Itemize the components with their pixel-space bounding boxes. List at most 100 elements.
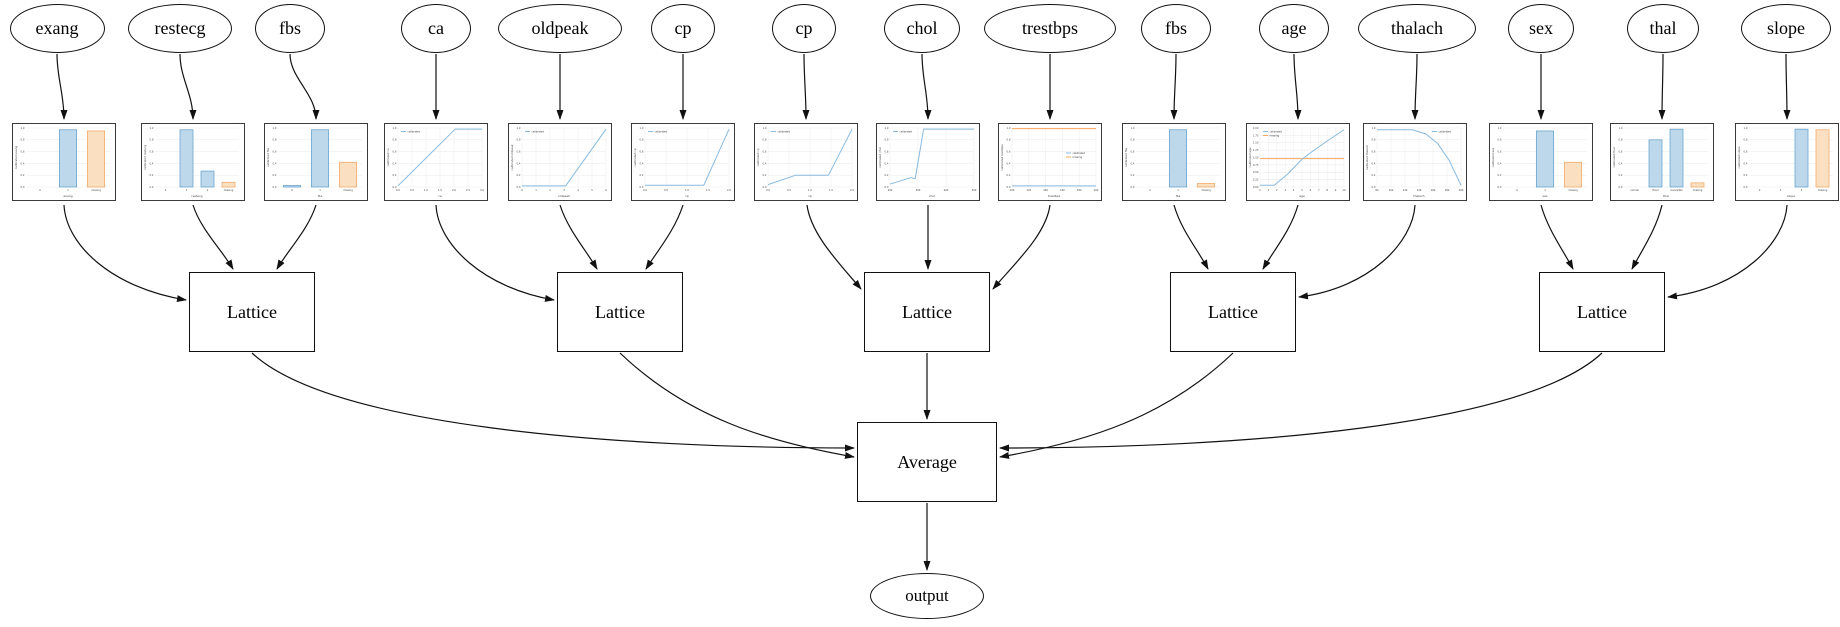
svg-text:missing: missing xyxy=(1073,155,1083,159)
bar xyxy=(310,129,330,188)
edge-chart-cp-to-lattice-2 xyxy=(645,204,684,270)
edge-fbs-2-to-chart xyxy=(1170,53,1178,120)
legend-group: calibrated xyxy=(525,129,544,133)
svg-text:0: 0 xyxy=(1516,188,1518,192)
svg-text:0.8: 0.8 xyxy=(1372,138,1376,142)
svg-text:0.6: 0.6 xyxy=(150,150,154,154)
svg-text:200: 200 xyxy=(888,188,893,192)
svg-text:0.0: 0.0 xyxy=(517,185,521,189)
output-label: output xyxy=(905,586,949,605)
svg-text:calibrated: calibrated xyxy=(1439,129,1452,133)
svg-text:0.8: 0.8 xyxy=(150,138,154,142)
svg-text:0.6: 0.6 xyxy=(1498,150,1502,154)
feature-label: thal xyxy=(1649,18,1677,38)
svg-text:200: 200 xyxy=(1094,188,1099,192)
svg-text:1.0: 1.0 xyxy=(1372,126,1376,130)
lattice-label: Lattice xyxy=(902,301,952,322)
svg-text:chol: chol xyxy=(929,194,935,198)
svg-text:0.2: 0.2 xyxy=(1007,173,1011,177)
svg-text:sex: sex xyxy=(1542,194,1547,198)
feature-node-age: age xyxy=(1259,4,1329,53)
feature-node-cp-2: cp xyxy=(772,4,836,53)
svg-text:fbs: fbs xyxy=(1176,194,1181,198)
feature-label: restecg xyxy=(154,18,206,38)
series-group xyxy=(397,128,482,187)
svg-text:0.00: 0.00 xyxy=(1253,185,1259,189)
svg-text:0: 0 xyxy=(39,188,41,192)
svg-text:1.0: 1.0 xyxy=(517,126,521,130)
bar xyxy=(1669,128,1684,188)
svg-text:2.0: 2.0 xyxy=(850,188,854,192)
calibration-line xyxy=(1377,129,1462,186)
svg-text:0.6: 0.6 xyxy=(763,150,767,154)
svg-text:300: 300 xyxy=(916,188,921,192)
feature-label: chol xyxy=(906,18,938,38)
series-group xyxy=(522,128,607,187)
bar xyxy=(1535,130,1555,188)
svg-text:9: 9 xyxy=(1335,188,1337,192)
svg-text:6: 6 xyxy=(1310,188,1312,192)
svg-text:0.6: 0.6 xyxy=(517,150,521,154)
svg-text:0.0: 0.0 xyxy=(1372,185,1376,189)
svg-text:age: age xyxy=(1299,194,1305,198)
svg-text:1.0: 1.0 xyxy=(685,188,689,192)
bar xyxy=(58,129,78,188)
svg-text:1: 1 xyxy=(1544,188,1546,192)
svg-text:missing: missing xyxy=(1818,188,1828,192)
svg-text:1.0: 1.0 xyxy=(424,188,428,192)
svg-text:calibrated: calibrated xyxy=(408,129,421,133)
series-group xyxy=(1168,129,1216,188)
svg-text:missing: missing xyxy=(1693,188,1703,192)
svg-text:1: 1 xyxy=(1177,188,1179,192)
svg-text:100: 100 xyxy=(1389,188,1394,192)
svg-text:0.6: 0.6 xyxy=(640,150,644,154)
svg-text:missing: missing xyxy=(91,188,101,192)
edge-lattice-5-to-average xyxy=(999,352,1603,452)
svg-text:1: 1 xyxy=(1780,188,1782,192)
svg-text:0.8: 0.8 xyxy=(1498,138,1502,142)
bar xyxy=(1815,129,1830,188)
svg-text:0.6: 0.6 xyxy=(273,150,277,154)
svg-text:1.0: 1.0 xyxy=(1498,126,1502,130)
series-group xyxy=(179,129,236,188)
svg-text:1: 1 xyxy=(1268,188,1270,192)
svg-text:1.0: 1.0 xyxy=(393,126,397,130)
svg-text:calibrated fbs: calibrated fbs xyxy=(1124,147,1128,167)
edge-slope-to-chart xyxy=(1783,53,1791,120)
svg-text:calibrated restecg: calibrated restecg xyxy=(143,145,147,171)
svg-text:0: 0 xyxy=(1759,188,1761,192)
svg-text:0.4: 0.4 xyxy=(1131,161,1135,165)
svg-text:0.0: 0.0 xyxy=(1498,185,1502,189)
edge-chart-age-to-lattice-4 xyxy=(1262,204,1299,270)
series-group xyxy=(1794,128,1830,188)
edge-thalach-to-chart xyxy=(1411,53,1419,120)
svg-text:0.4: 0.4 xyxy=(640,161,644,165)
svg-text:500: 500 xyxy=(972,188,977,192)
svg-text:calibrated ca: calibrated ca xyxy=(386,148,390,166)
svg-text:160: 160 xyxy=(1060,188,1065,192)
edge-chart-fbs-to-lattice-1 xyxy=(276,204,317,270)
feature-node-ca: ca xyxy=(401,4,471,53)
edge-lattice-4-to-average xyxy=(999,352,1234,459)
svg-text:0.6: 0.6 xyxy=(1007,150,1011,154)
svg-text:calibrated cp: calibrated cp xyxy=(756,148,760,166)
feature-label: fbs xyxy=(1165,18,1187,38)
legend-group: calibrated xyxy=(401,129,420,133)
series-group xyxy=(889,128,974,185)
svg-text:calibrated fbs: calibrated fbs xyxy=(266,147,270,167)
svg-text:fbs: fbs xyxy=(318,194,323,198)
svg-text:180: 180 xyxy=(1077,188,1082,192)
svg-text:missing: missing xyxy=(1270,133,1280,137)
